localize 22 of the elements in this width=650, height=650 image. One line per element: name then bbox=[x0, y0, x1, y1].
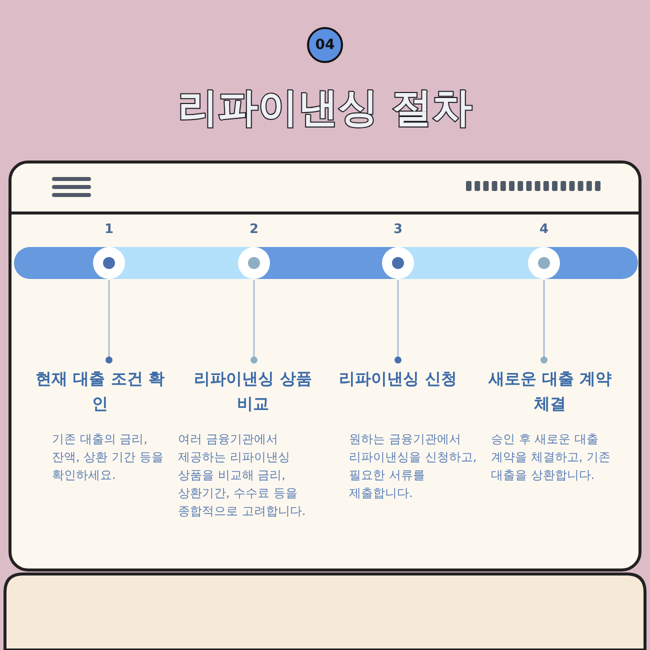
step-heading: 리파이낸싱 신청 bbox=[338, 368, 458, 390]
step-heading: 현재 대출 조건 확인 bbox=[35, 368, 165, 415]
leader-line bbox=[540, 280, 548, 364]
step-number: 2 bbox=[248, 222, 260, 237]
leader-line bbox=[106, 280, 112, 364]
step-description: 여러 금융기관에서 제공하는 리파이낸싱 상품을 비교해 금리, 상환기간, 수수료 등을 종합적으로 고려합니다. bbox=[178, 431, 307, 520]
step-heading: 리파이낸싱 상품 비교 bbox=[193, 368, 313, 415]
step-heading: 새로운 대출 계약 체결 bbox=[487, 368, 613, 415]
title: 리파이낸싱 절차 bbox=[177, 84, 473, 133]
leader-line bbox=[250, 280, 258, 364]
timeline-circle bbox=[381, 246, 415, 280]
timeline-circle bbox=[237, 246, 271, 280]
leader-line bbox=[394, 280, 402, 364]
timeline-circle bbox=[92, 246, 126, 280]
step-number: 4 bbox=[538, 222, 550, 237]
step-description: 기존 대출의 금리, 잔액, 상환 기간 등을 확인하세요. bbox=[52, 431, 164, 484]
step-number: 3 bbox=[392, 222, 404, 237]
step-number: 1 bbox=[103, 222, 115, 237]
timeline-circle bbox=[527, 246, 561, 280]
step-description: 원하는 금융기관에서 리파이낸싱을 신청하고, 필요한 서류를 제출합니다. bbox=[349, 431, 478, 502]
step-description: 승인 후 새로운 대출 계약을 체결하고, 기존 대출을 상환합니다. bbox=[491, 431, 612, 484]
number-badge: 04 bbox=[307, 27, 343, 63]
